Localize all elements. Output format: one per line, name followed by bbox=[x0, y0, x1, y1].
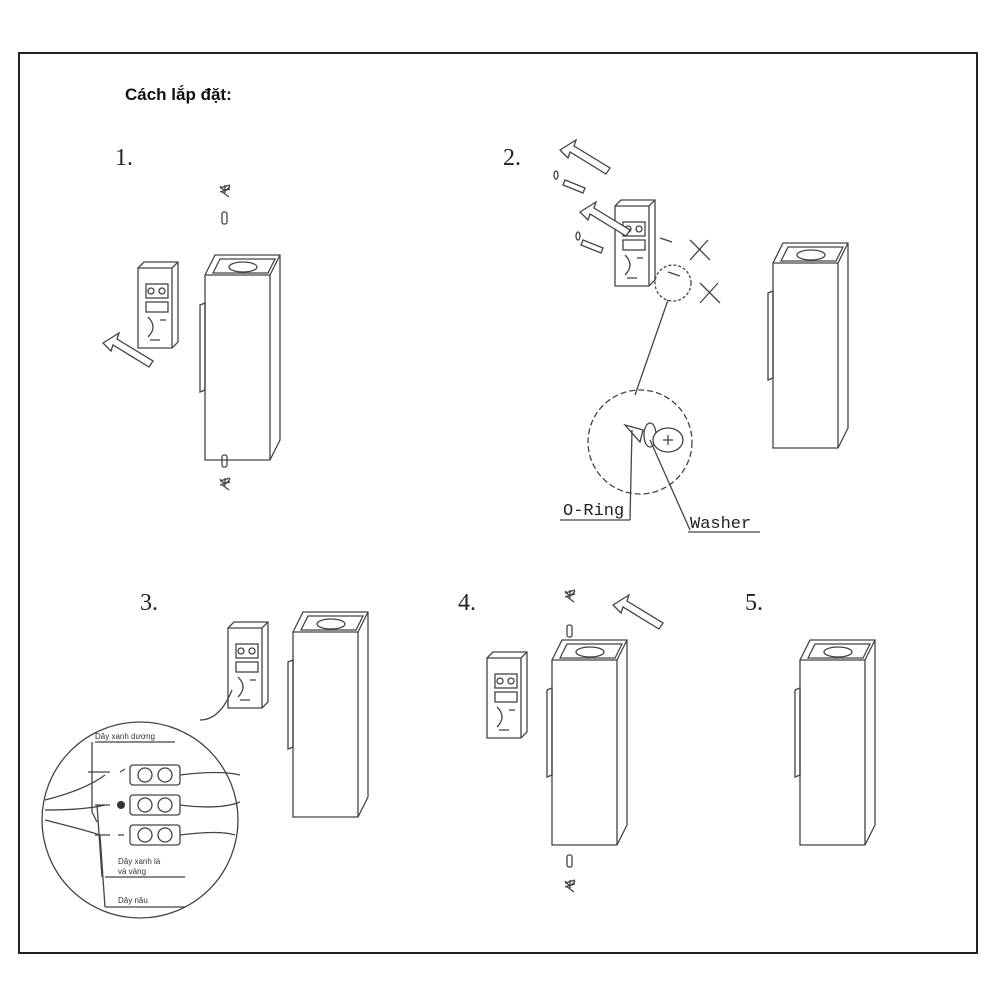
diagram-frame bbox=[18, 52, 978, 954]
step-2-number: 2. bbox=[503, 145, 521, 171]
step-3-number: 3. bbox=[140, 590, 158, 616]
title: Cách lắp đặt: bbox=[125, 85, 232, 104]
o-ring-label: O-Ring bbox=[563, 502, 624, 521]
wire-green-yellow-label-2: và vàng bbox=[118, 867, 146, 876]
step-1-illustration bbox=[102, 184, 281, 491]
step-5-number: 5. bbox=[745, 590, 763, 616]
step-5-illustration bbox=[794, 639, 876, 846]
wire-green-yellow-label-1: Dây xanh lá bbox=[118, 857, 161, 866]
step-2-illustration bbox=[553, 139, 849, 533]
step-4-number: 4. bbox=[458, 590, 476, 616]
step-4-illustration bbox=[486, 589, 664, 893]
washer-label: Washer bbox=[690, 515, 751, 534]
wire-blue-label: Dây xanh dương bbox=[95, 732, 155, 741]
wire-brown-label: Dây nâu bbox=[118, 896, 148, 905]
step-1-number: 1. bbox=[115, 145, 133, 171]
step-3-illustration bbox=[41, 611, 369, 919]
